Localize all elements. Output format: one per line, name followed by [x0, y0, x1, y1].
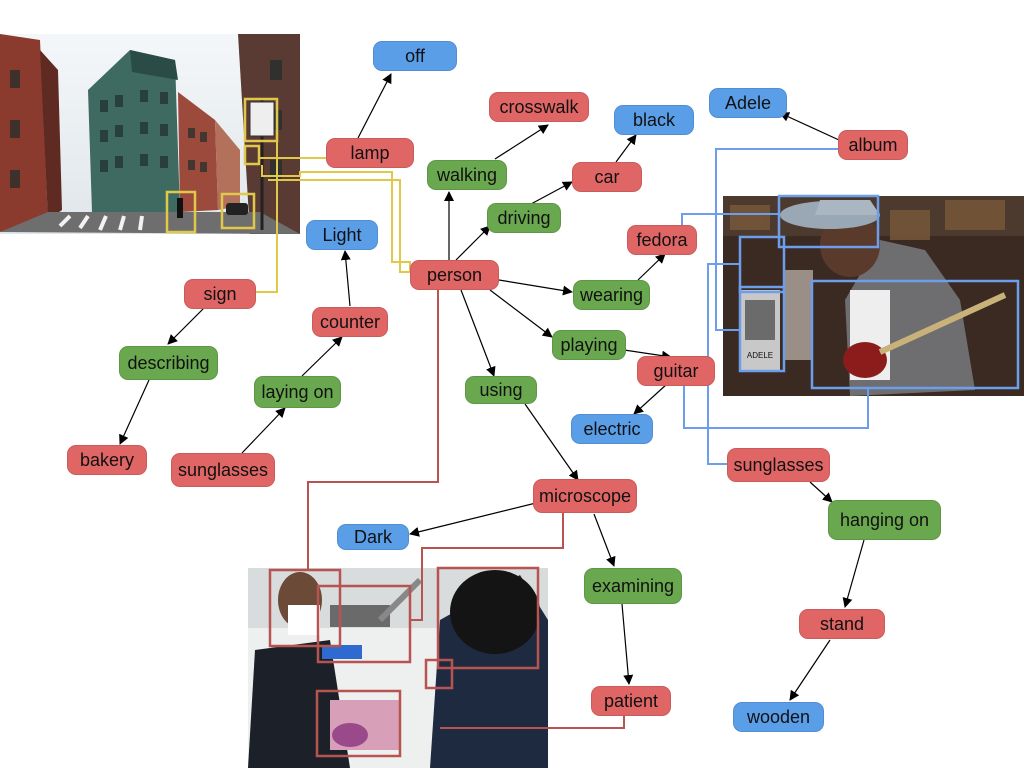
node-person: person — [410, 260, 499, 290]
node-album: album — [838, 130, 908, 160]
node-dark: Dark — [337, 524, 409, 550]
store-photo: ADELE — [723, 194, 1024, 396]
node-describing: describing — [119, 346, 218, 380]
node-off: off — [373, 41, 457, 71]
node-wooden: wooden — [733, 702, 824, 732]
node-sign: sign — [184, 279, 256, 309]
node-stand: stand — [799, 609, 885, 639]
store-sign-text: ADELE — [747, 351, 773, 360]
street-links — [256, 134, 411, 293]
node-sunglasses-right: sunglasses — [727, 448, 830, 482]
node-wearing: wearing — [573, 280, 650, 310]
node-counter: counter — [312, 307, 388, 337]
node-walking: walking — [427, 160, 507, 190]
relation-arrows — [119, 73, 865, 701]
node-adele: Adele — [709, 88, 787, 118]
node-playing: playing — [552, 330, 626, 360]
node-examining: examining — [584, 568, 682, 604]
node-guitar: guitar — [637, 356, 715, 386]
street-photo — [0, 34, 300, 234]
node-sunglasses-left: sunglasses — [171, 453, 275, 487]
node-fedora: fedora — [627, 225, 697, 255]
dental-links — [307, 290, 625, 729]
node-hanging-on: hanging on — [828, 500, 941, 540]
node-car: car — [572, 162, 642, 192]
node-driving: driving — [487, 203, 561, 233]
node-electric: electric — [571, 414, 653, 444]
node-light: Light — [306, 220, 378, 250]
node-microscope: microscope — [533, 479, 637, 513]
node-bakery: bakery — [67, 445, 147, 475]
dental-photo — [248, 566, 548, 768]
node-laying-on: laying on — [254, 376, 341, 408]
node-lamp: lamp — [326, 138, 414, 168]
node-crosswalk: crosswalk — [489, 92, 589, 122]
node-using: using — [465, 376, 537, 404]
node-black: black — [614, 105, 694, 135]
node-patient: patient — [591, 686, 671, 716]
